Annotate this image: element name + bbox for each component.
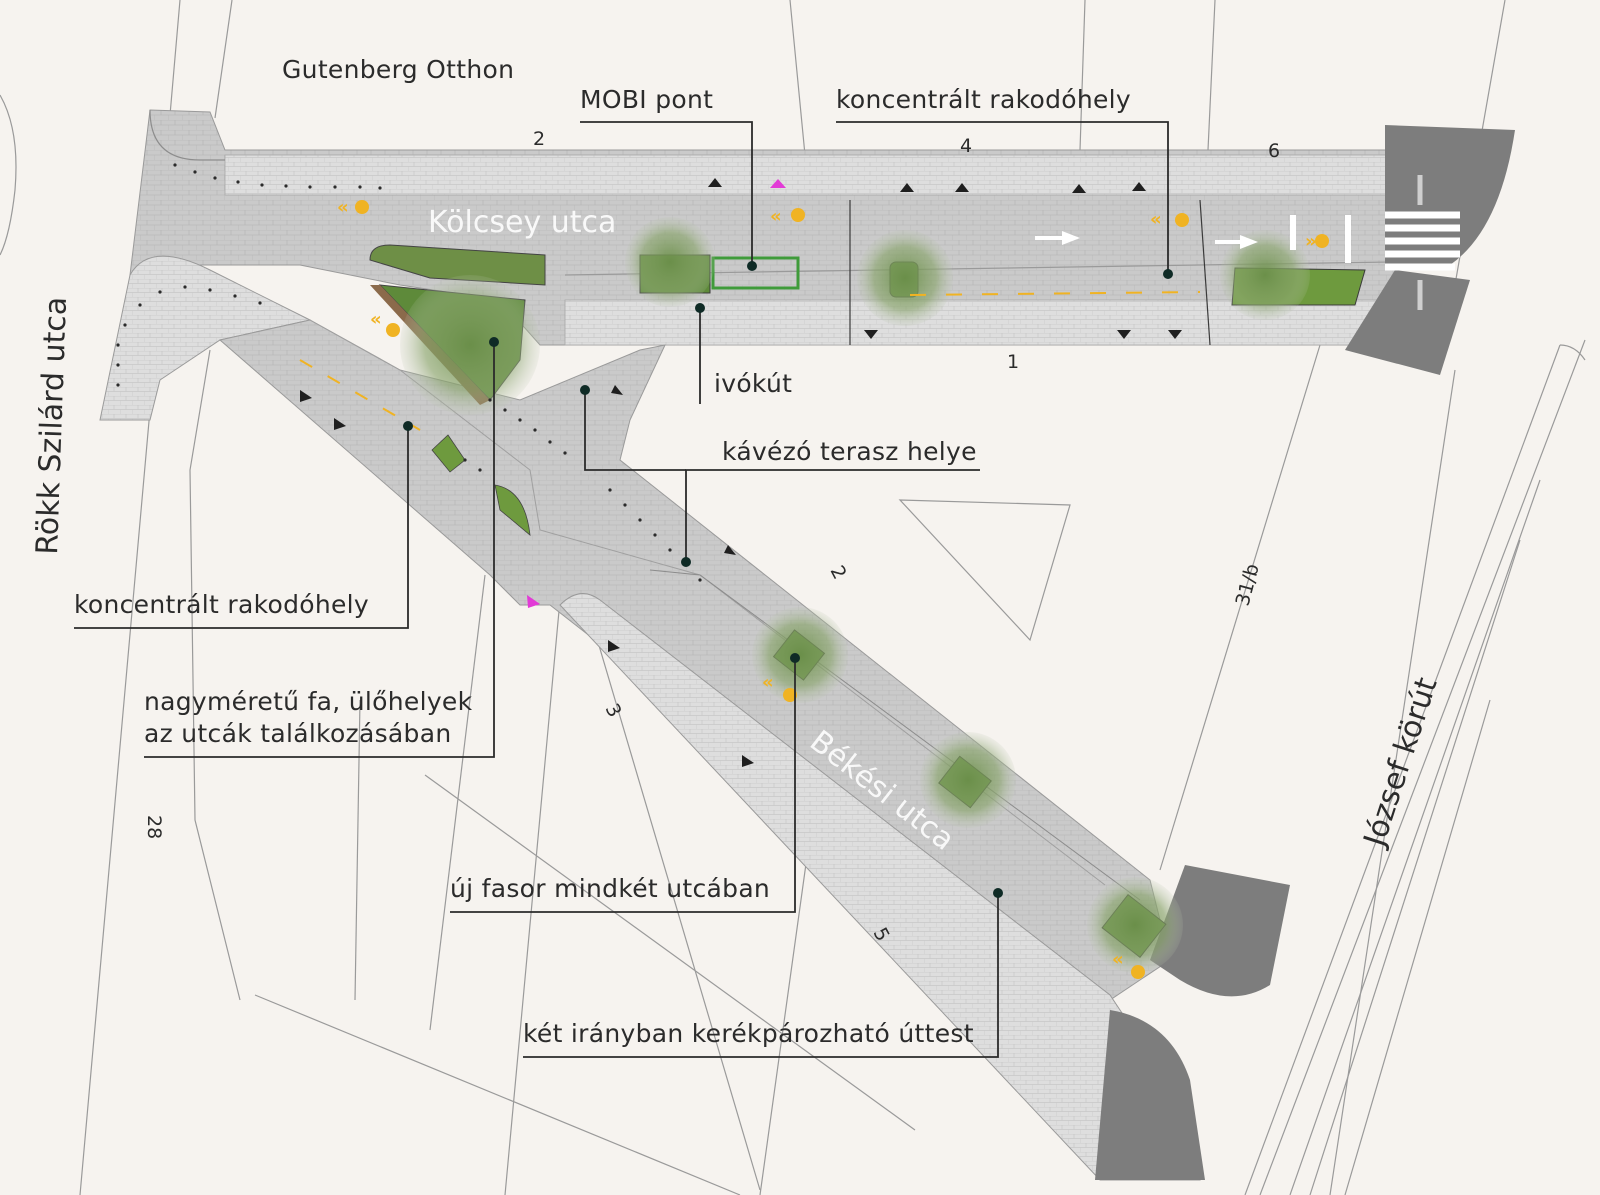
leader-anchor-points [403, 261, 1173, 898]
street-label-kolcsey: Kölcsey utca [428, 205, 616, 240]
house-number: 1 [1007, 351, 1019, 373]
annotation-bike: két irányban kerékpározható úttest [523, 1019, 974, 1048]
svg-text:«: « [770, 206, 782, 227]
annotation-mobi: MOBI pont [580, 85, 713, 114]
house-number: 31/b [1232, 561, 1264, 608]
white-road-arrows [1035, 215, 1351, 263]
house-number: 2 [533, 128, 545, 150]
svg-text:«: « [337, 197, 349, 218]
leader-lines [74, 121, 1169, 1058]
annotation-loading-bekesi: koncentrált rakodóhely [74, 590, 369, 619]
annotation-cafe: kávézó terasz helye [722, 437, 977, 466]
direction-arrows [300, 178, 1182, 767]
bollards [116, 163, 702, 582]
house-number: 6 [1268, 140, 1280, 162]
jozsef-korut-asphalt [1095, 125, 1515, 1180]
house-number: 28 [143, 815, 165, 839]
tree-canopies [400, 217, 1310, 973]
svg-text:»: » [1305, 231, 1317, 252]
annotation-fountain: ivókút [714, 369, 792, 398]
rokk-corner-sidewalk [99, 255, 312, 421]
bike-markings: « « « » « « « [299, 197, 1329, 979]
house-number: 2 [826, 562, 851, 583]
street-label-rokk: Rökk Szilárd utca [30, 296, 74, 555]
bekesi-street-paving [218, 319, 1201, 1181]
kolcsey-street-paving [129, 109, 1401, 346]
annotation-bigtree-line2: az utcák találkozásában [144, 719, 451, 748]
svg-text:«: « [1150, 209, 1162, 230]
building-label-gutenberg: Gutenberg Otthon [282, 55, 514, 84]
svg-text:«: « [762, 672, 774, 693]
annotation-bigtree-line1: nagyméretű fa, ülőhelyek [144, 687, 473, 716]
house-number: 3 [601, 700, 626, 721]
magenta-markers [527, 179, 786, 608]
svg-text:«: « [370, 309, 382, 330]
svg-text:«: « [1112, 949, 1124, 970]
annotation-trees: új fasor mindkét utcában [450, 874, 770, 903]
annotation-loading-kolcsey: koncentrált rakodóhely [836, 85, 1131, 114]
house-number: 4 [960, 135, 972, 157]
